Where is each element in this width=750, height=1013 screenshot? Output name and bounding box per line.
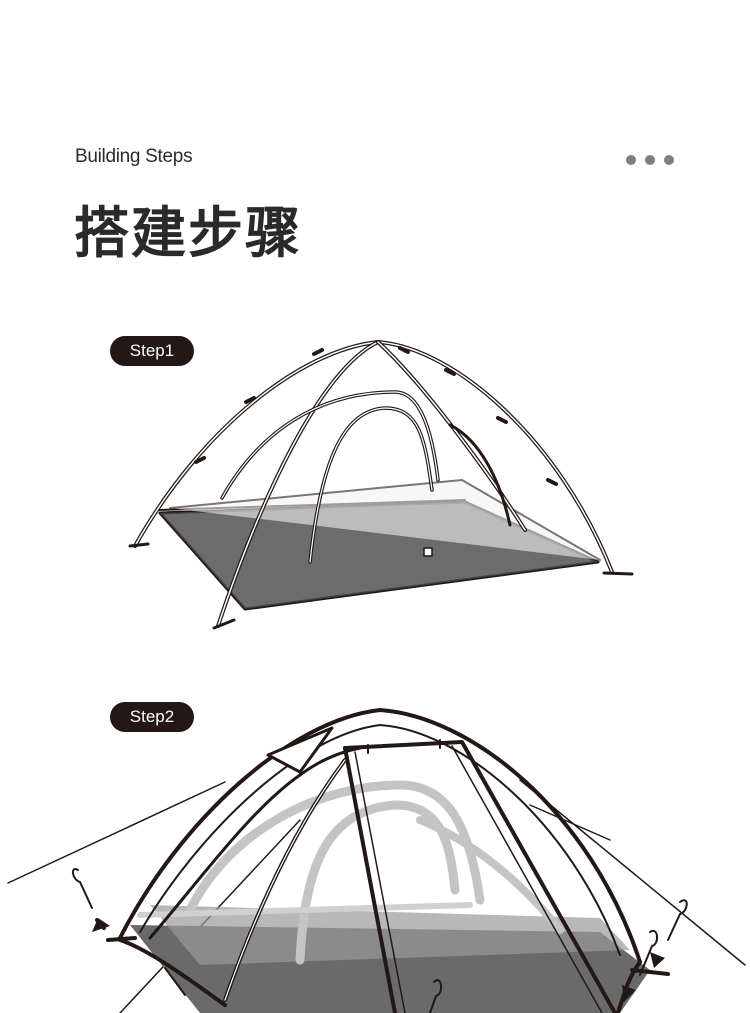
dot-icon (645, 155, 655, 165)
dot-icon (626, 155, 636, 165)
section-subtitle: Building Steps (75, 146, 193, 167)
page-title: 搭建步骤 (74, 201, 303, 265)
step2-tent-body-illustration (7, 708, 746, 1013)
dot-icon (664, 155, 674, 165)
step1-badge: Step1 (110, 336, 194, 366)
step1-tent-frame-illustration (128, 340, 634, 630)
step2-badge: Step2 (110, 702, 194, 732)
more-options-icon[interactable] (626, 155, 674, 165)
